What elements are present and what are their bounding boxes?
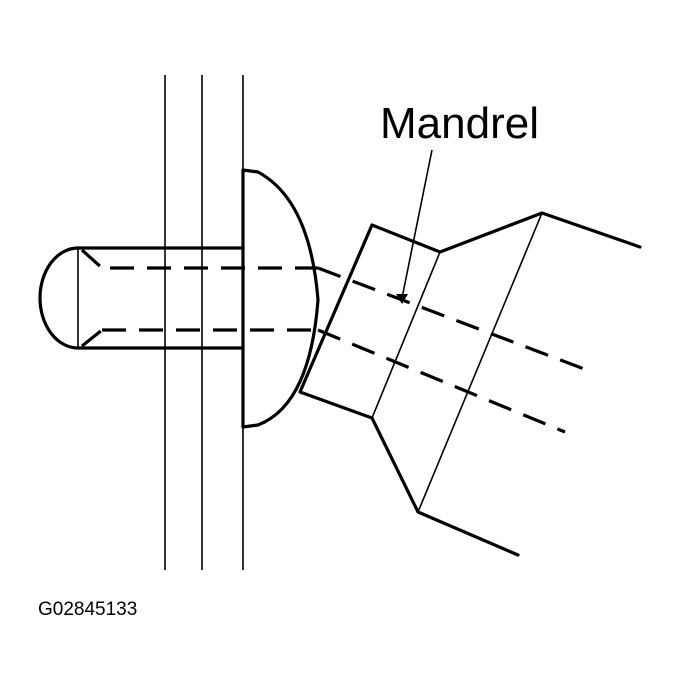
tool-nose-piece (370, 211, 642, 254)
figure-code: G02845133 (38, 599, 137, 620)
mandrel-tool-upper (317, 266, 593, 374)
mandrel-tool-lower (317, 328, 566, 434)
mandrel-inner-bottom (81, 328, 103, 348)
mandrel-leader-line (401, 149, 433, 299)
rivet (38, 168, 320, 429)
panel-lines (164, 75, 244, 570)
mandrel-leader-arrow (396, 294, 408, 304)
mandrel-inner-top (80, 248, 104, 270)
rivet-head (241, 168, 320, 429)
tool-nose-inner (371, 251, 441, 419)
rivet-tool (298, 211, 642, 557)
rivet-shank (38, 246, 245, 350)
mandrel-label: Mandrel (380, 99, 539, 148)
tool-body-inner (417, 212, 543, 513)
